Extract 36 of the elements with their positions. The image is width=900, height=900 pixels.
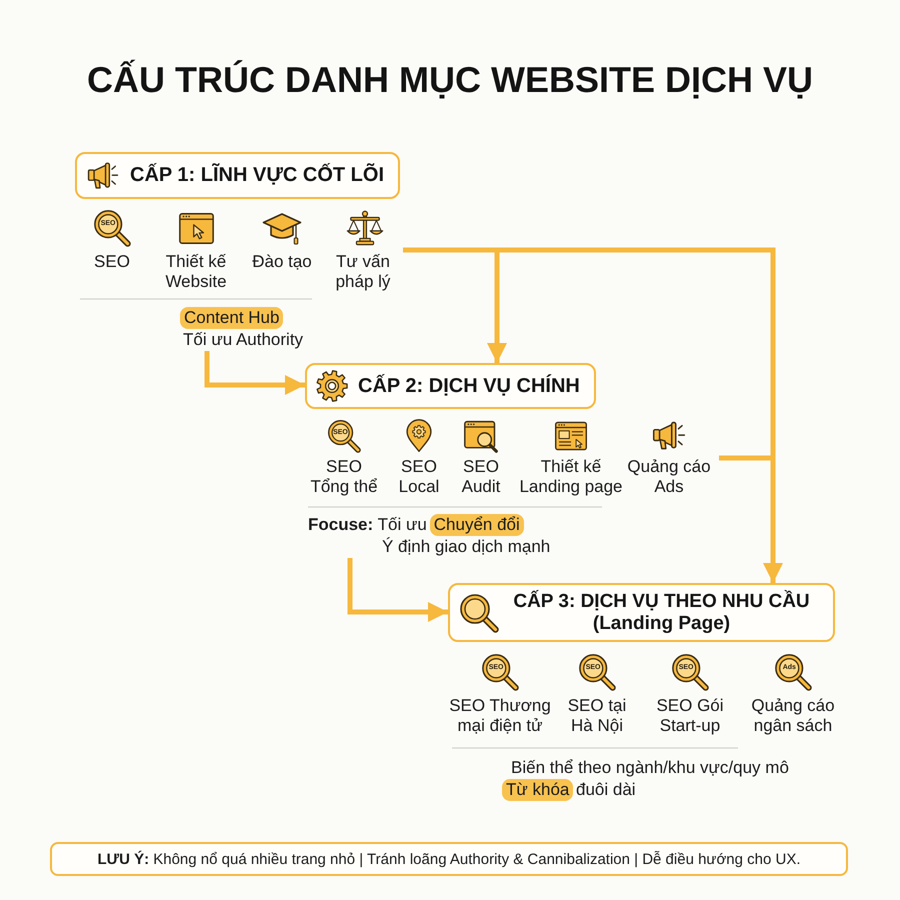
connector-line — [497, 248, 776, 458]
tier-title: CẤP 1: LĨNH VỰC CỐT LÕI — [130, 164, 384, 187]
tier-header-box — [75, 152, 400, 199]
highlighted-text: Content Hub — [180, 307, 284, 329]
connector-line — [403, 248, 497, 252]
note-text: đuôi dài — [576, 779, 636, 801]
item-caption: Thiết kế Website — [164, 252, 228, 292]
item-caption: SEO Thương mại điện tử — [448, 696, 552, 736]
item-caption: Tư vấn pháp lý — [323, 240, 403, 292]
highlighted-text: Chuyển đổi — [430, 514, 524, 536]
note-text: Ý định giao dịch mạnh — [382, 536, 550, 558]
highlighted-text: Từ khóa — [502, 779, 574, 801]
note-text: Biến thể theo ngành/khu vực/quy mô — [511, 757, 789, 779]
connector-line — [719, 456, 773, 460]
note-text: Focuse: Tối ưu — [308, 514, 427, 536]
tier-header-box — [448, 583, 835, 642]
arrow — [763, 458, 783, 583]
item-caption: Thiết kế Landing page — [518, 457, 624, 497]
note-text: Tối ưu Authority — [183, 329, 304, 351]
item-caption: SEO Audit — [460, 457, 502, 497]
item-caption: Đào tạo — [251, 252, 313, 272]
arrow — [348, 558, 448, 622]
arrow — [204, 351, 305, 395]
item-caption: SEO Local — [398, 457, 440, 497]
tier-title: CẤP 2: DỊCH VỤ CHÍNH — [358, 374, 580, 398]
item-caption: SEO Tổng thể — [309, 457, 379, 497]
tier-header-box — [305, 363, 596, 409]
item-caption: SEO Gói Start-up — [655, 696, 725, 736]
title: CẤU TRÚC DANH MỤC WEBSITE DỊCH VỤ — [86, 59, 814, 101]
note-text: LƯU Ý: Không nổ quá nhiều trang nhỏ | Tránh loãng Authority & Cannibalization | Dễ điều hướng cho UX. — [97, 850, 801, 868]
note-box — [50, 842, 848, 876]
item-caption: SEO tại Hà Nội — [566, 696, 628, 736]
item-caption: SEO — [93, 252, 131, 272]
arrow — [487, 250, 507, 363]
item-caption: Quảng cáo ngân sách — [750, 696, 836, 736]
tier-title: CẤP 3: DỊCH VỤ THEO NHU CẦU (Landing Page) — [512, 590, 811, 634]
